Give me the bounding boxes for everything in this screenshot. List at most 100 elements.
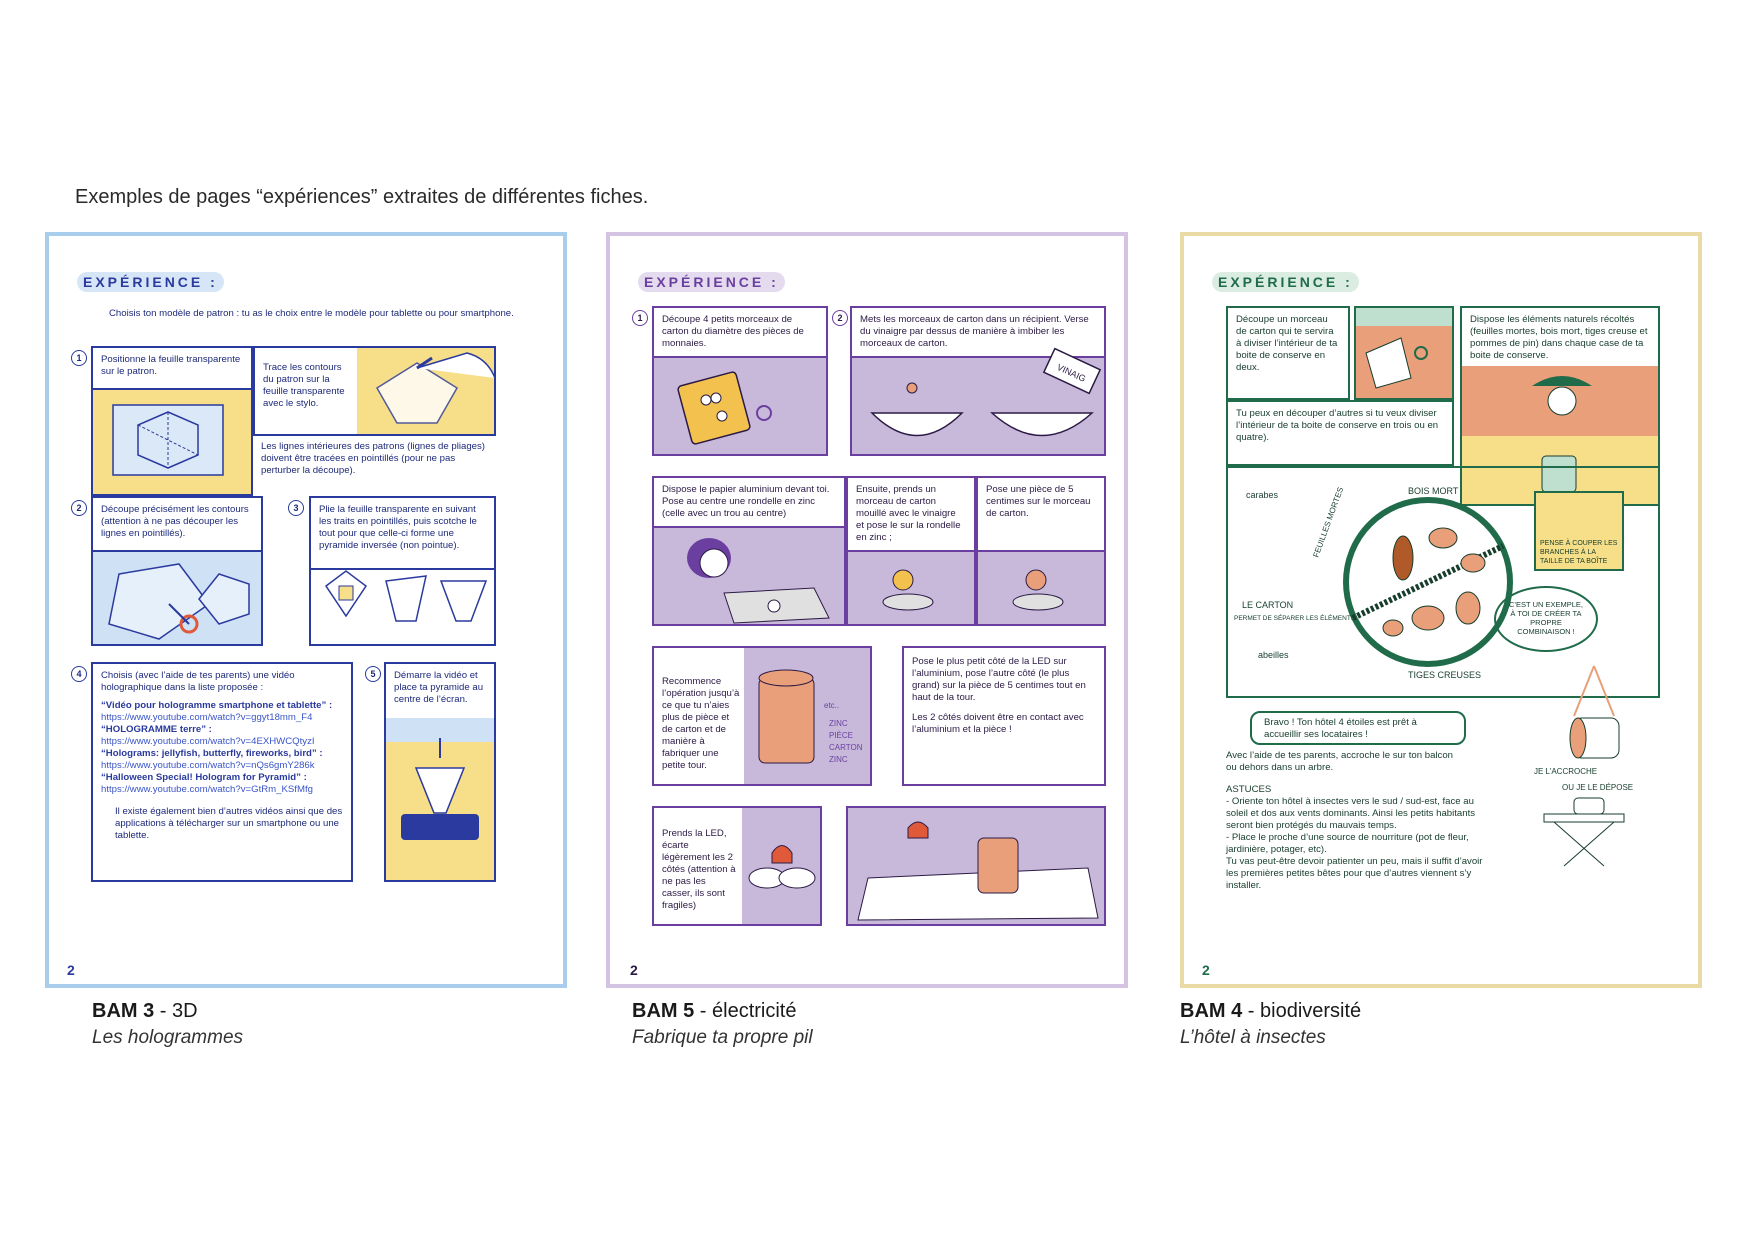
- step-5-panel: Pose une pièce de 5 centimes sur le morc…: [976, 476, 1106, 626]
- card-bam3: EXPÉRIENCE : Choisis ton modèle de patro…: [45, 232, 567, 988]
- speech-bubble: C’EST UN EXEMPLE, À TOI DE CRÉER TA PROP…: [1494, 586, 1598, 652]
- hang-label-1: JE L’ACCROCHE: [1534, 767, 1597, 776]
- step-1-image: [1354, 306, 1454, 400]
- led-hands-illustration: [742, 808, 820, 924]
- step-text: Choisis (avec l’aide de tes parents) une…: [101, 670, 295, 693]
- stack-label-zinc: ZINC: [829, 719, 848, 728]
- step-7-panel: Pose le plus petit côté de la LED sur l’…: [902, 646, 1106, 786]
- step-number: 4: [71, 666, 87, 682]
- bravo-banner: Bravo ! Ton hôtel 4 étoiles est prêt à a…: [1250, 711, 1466, 745]
- coin-on-carton-illustration: [1012, 569, 1064, 611]
- step-number: 5: [365, 666, 381, 682]
- caption-subtitle: Les hologrammes: [92, 1027, 244, 1048]
- label-bois-mort: BOIS MORT: [1408, 486, 1459, 496]
- experience-tag: EXPÉRIENCE :: [1212, 272, 1359, 292]
- step-text: Pose le plus petit côté de la LED sur l’…: [912, 656, 1086, 703]
- cardboard-cutting-illustration: [677, 371, 772, 445]
- step-text: Positionne la feuille transparente sur l…: [93, 348, 251, 390]
- step-number: 3: [288, 500, 304, 516]
- caption-subtitle: Fabrique ta propre pil: [632, 1027, 813, 1048]
- step-number: 1: [71, 350, 87, 366]
- label-le-carton: LE CARTON: [1242, 600, 1293, 610]
- step-text: Démarre la vidéo et place ta pyramide au…: [394, 670, 484, 705]
- step-text: Recommence l’opération jusqu’à ce que tu…: [662, 676, 740, 771]
- pyramid-folding-illustration: [324, 570, 488, 622]
- step-5-panel: Démarre la vidéo et place ta pyramide au…: [384, 662, 496, 882]
- step-3-panel: Dispose le papier aluminium devant toi. …: [652, 476, 846, 626]
- speech-bubble-text: C’EST UN EXEMPLE, À TOI DE CRÉER TA PROP…: [1508, 600, 1584, 636]
- outro-text: Il existe également bien d’autres vidéos…: [115, 806, 343, 841]
- step-3-panel: Plie la feuille transparente en suivant …: [309, 496, 496, 646]
- vinegar-bowl-illustration: VINAIG: [870, 347, 1102, 437]
- video-link[interactable]: https://www.youtube.com/watch?v=nQs6gmY2…: [101, 760, 315, 771]
- step-text: Plie la feuille transparente en suivant …: [311, 498, 494, 570]
- stack-label-zinc: ZINC: [829, 755, 848, 764]
- cutting-carton-illustration: [1356, 308, 1452, 389]
- video-title: “Vidéo pour hologramme smartphone et tab…: [101, 700, 333, 711]
- step-text: Découpe 4 petits morceaux de carton du d…: [654, 308, 826, 358]
- bravo-text: Bravo ! Ton hôtel 4 étoiles est prêt à a…: [1264, 717, 1417, 740]
- step-number: 1: [632, 310, 648, 326]
- step-4-panel: Ensuite, prends un morceau de carton mou…: [846, 476, 976, 626]
- aluminium-foil-illustration: [687, 538, 830, 624]
- step-4-panel: Choisis (avec l’aide de tes parents) une…: [91, 662, 353, 882]
- step-1-panel: Positionne la feuille transparente sur l…: [91, 346, 253, 496]
- step-2-panel: Découpe précisément les contours (attent…: [91, 496, 263, 646]
- step-1-panel: Découpe 4 petits morceaux de carton du d…: [652, 306, 828, 456]
- stack-label-etc: etc..: [824, 701, 839, 710]
- hexagon-pattern-illustration: [112, 404, 224, 476]
- phone-pyramid-illustration: [386, 718, 494, 880]
- step-3-panel: Tu peux en découper d’autres si tu veux …: [1226, 400, 1454, 466]
- led-lit-illustration: [857, 821, 1099, 921]
- hanging-hotel-illustration: JE L’ACCROCHE OU JE LE DÉPOSE: [1534, 665, 1633, 867]
- card-bam5: EXPÉRIENCE : 1 Découpe 4 petits morceaux…: [606, 232, 1128, 988]
- label-tiges-creuses: TIGES CREUSES: [1408, 670, 1481, 680]
- step-text: Pose une pièce de 5 centimes sur le morc…: [978, 478, 1104, 552]
- caption-title-rest: - biodiversité: [1242, 1000, 1362, 1022]
- step-2-panel: Mets les morceaux de carton dans un réci…: [850, 306, 1106, 456]
- stack-label-piece: PIÈCE: [829, 731, 853, 740]
- video-list: “Vidéo pour hologramme smartphone et tab…: [101, 700, 343, 796]
- intro-text: Exemples de pages “expériences” extraite…: [75, 186, 649, 208]
- caption-title: BAM 3: [92, 1000, 155, 1022]
- tip-note-text: PENSE À COUPER LES BRANCHES À LA TAILLE …: [1540, 540, 1618, 565]
- hang-label-2: OU JE LE DÉPOSE: [1562, 783, 1633, 792]
- scissors-cutting-illustration: [108, 563, 250, 640]
- page-number: 2: [630, 962, 638, 978]
- video-link[interactable]: https://www.youtube.com/watch?v=4EXHWCQt…: [101, 736, 315, 747]
- step-1-panel: Découpe un morceau de carton qui te serv…: [1226, 306, 1350, 400]
- intro-paragraph: Choisis ton modèle de patron : tu as le …: [109, 308, 514, 319]
- stack-label-carton: CARTON: [829, 743, 863, 752]
- step-note: Les 2 côtés doivent être en contact avec…: [912, 712, 1084, 735]
- video-link[interactable]: https://www.youtube.com/watch?v=GtRm_KSf…: [101, 784, 313, 795]
- step-number: 2: [71, 500, 87, 516]
- label-feuilles-mortes: FEUILLES MORTES: [1311, 486, 1345, 559]
- step-text: Dispose les éléments naturels récoltés (…: [1462, 308, 1658, 368]
- experience-tag: EXPÉRIENCE :: [638, 272, 785, 292]
- step-text: Tu peux en découper d’autres si tu veux …: [1236, 408, 1439, 443]
- video-title: “Halloween Special! Hologram for Pyramid…: [101, 772, 307, 783]
- label-carabes: carabes: [1246, 490, 1279, 500]
- step-1b-panel: Trace les contours du patron sur la feui…: [253, 346, 496, 436]
- experience-tag: EXPÉRIENCE :: [77, 272, 224, 292]
- label-carton-desc: PERMET DE SÉPARER LES ÉLÉMENTS: [1234, 613, 1356, 622]
- page-number: 2: [67, 962, 75, 978]
- step-text: Prends la LED, écarte légèrement les 2 c…: [662, 828, 736, 911]
- diagram-panel: carabes BOIS MORT FEUILLES MORTES clopor…: [1226, 466, 1660, 698]
- astuces-text: - Oriente ton hôtel à insectes vers le s…: [1226, 796, 1483, 891]
- carton-on-zinc-illustration: [882, 569, 934, 611]
- caption-title-rest: - 3D: [154, 1000, 198, 1022]
- step-6-panel: Recommence l’opération jusqu’à ce que tu…: [652, 646, 872, 786]
- step-text: Trace les contours du patron sur la feui…: [263, 362, 345, 409]
- battery-stack-illustration: etc.. ZINC PIÈCE CARTON ZINC: [744, 648, 870, 784]
- tracing-hand-illustration: [357, 348, 494, 434]
- card-bam4: EXPÉRIENCE : Découpe un morceau de carto…: [1180, 232, 1702, 988]
- step-note: Les lignes intérieures des patrons (lign…: [261, 441, 485, 476]
- step-text: Dispose le papier aluminium devant toi. …: [654, 478, 844, 528]
- caption-title-rest: - électricité: [694, 1000, 797, 1022]
- step-number: 2: [832, 310, 848, 326]
- video-link[interactable]: https://www.youtube.com/watch?v=ggyt18mm…: [101, 712, 313, 723]
- tip-note: PENSE À COUPER LES BRANCHES À LA TAILLE …: [1534, 491, 1624, 571]
- page-number: 2: [1202, 962, 1210, 978]
- caption-bam3: BAM 3 - 3D Les hologrammes: [92, 1000, 243, 1049]
